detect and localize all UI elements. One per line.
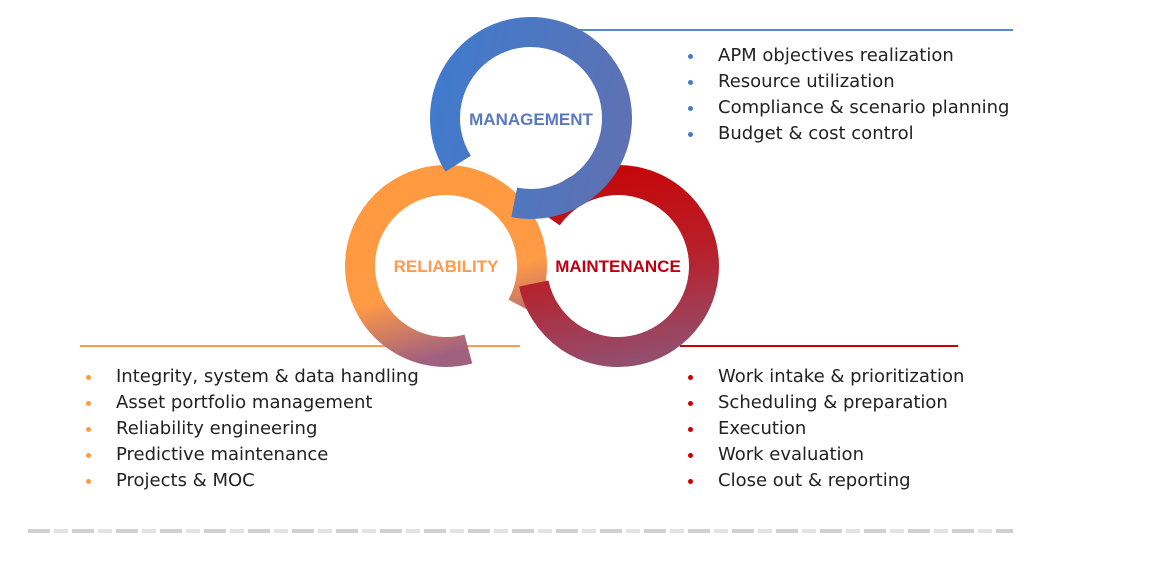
reliability-label: RELIABILITY xyxy=(394,257,499,276)
list-item: Work intake & prioritization xyxy=(686,364,964,390)
maintenance-divider xyxy=(680,345,958,347)
bullet-icon xyxy=(86,479,91,484)
reliability-ring xyxy=(345,165,547,367)
list-item: Execution xyxy=(686,416,964,442)
bullet-icon xyxy=(688,453,693,458)
list-item: Resource utilization xyxy=(686,69,1009,95)
list-item: Projects & MOC xyxy=(84,468,419,494)
list-item: Predictive maintenance xyxy=(84,442,419,468)
bullet-icon xyxy=(688,106,693,111)
bullet-icon xyxy=(86,401,91,406)
bullet-icon xyxy=(688,80,693,85)
maintenance-label: MAINTENANCE xyxy=(555,257,681,276)
maintenance-list: Work intake & prioritization Scheduling … xyxy=(686,364,964,494)
bullet-icon xyxy=(86,427,91,432)
bullet-icon xyxy=(86,453,91,458)
bullet-icon xyxy=(688,479,693,484)
list-item: APM objectives realization xyxy=(686,43,1009,69)
list-item: Asset portfolio management xyxy=(84,390,419,416)
list-item: Budget & cost control xyxy=(686,121,1009,147)
list-item: Integrity, system & data handling xyxy=(84,364,419,390)
management-label: MANAGEMENT xyxy=(469,110,593,129)
list-item: Reliability engineering xyxy=(84,416,419,442)
bullet-icon xyxy=(688,54,693,59)
bullet-icon xyxy=(688,375,693,380)
management-list: APM objectives realization Resource util… xyxy=(686,43,1009,147)
list-item: Compliance & scenario planning xyxy=(686,95,1009,121)
list-item: Scheduling & preparation xyxy=(686,390,964,416)
bullet-icon xyxy=(86,375,91,380)
cropped-caption-strip xyxy=(28,529,1013,533)
reliability-divider xyxy=(80,345,520,347)
management-divider xyxy=(575,29,1013,31)
list-item: Work evaluation xyxy=(686,442,964,468)
list-item: Close out & reporting xyxy=(686,468,964,494)
bullet-icon xyxy=(688,427,693,432)
bullet-icon xyxy=(688,401,693,406)
reliability-list: Integrity, system & data handling Asset … xyxy=(84,364,419,494)
bullet-icon xyxy=(688,132,693,137)
